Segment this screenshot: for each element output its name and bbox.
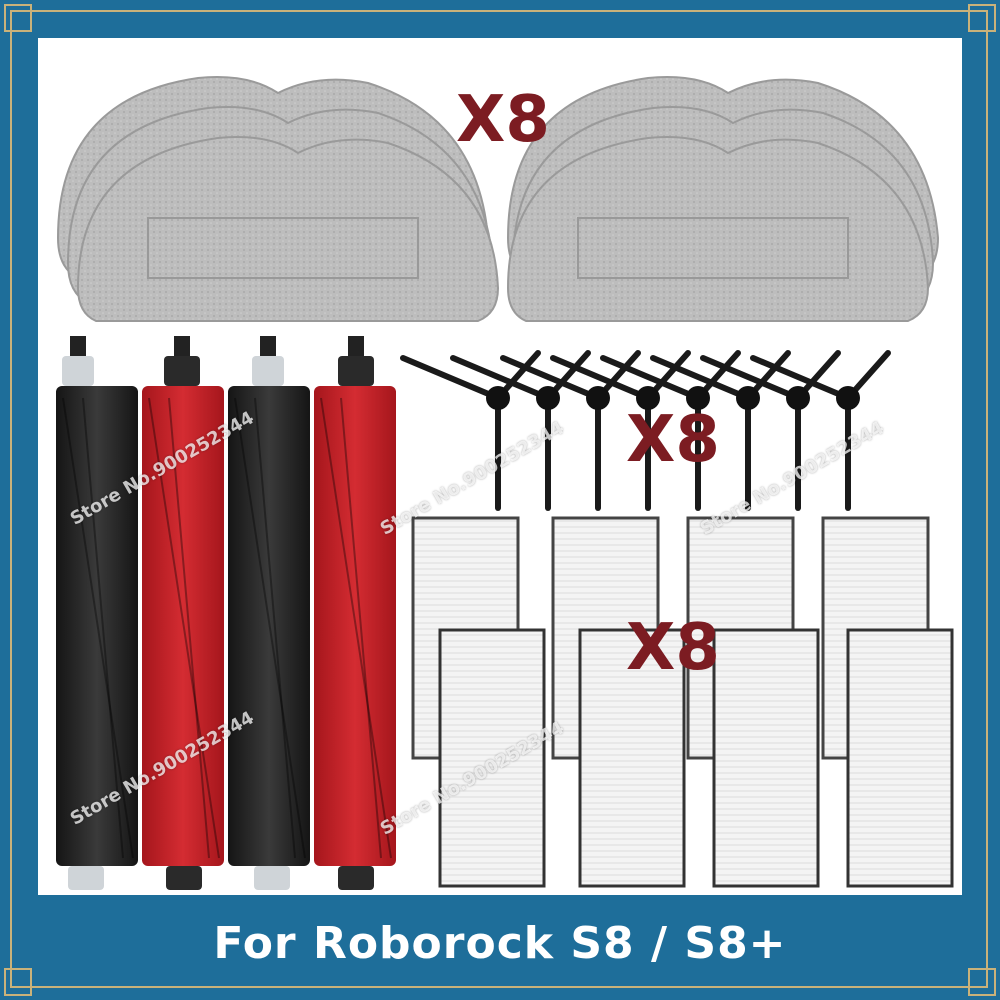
filters-quantity: X8 [626, 611, 720, 685]
product-illustration [56, 76, 954, 890]
filters [411, 516, 954, 888]
corner-ornament [968, 4, 996, 32]
mop-pads-left [56, 76, 500, 322]
mop-pads-right [506, 76, 940, 322]
main-roller-brushes [56, 336, 396, 890]
corner-ornament [4, 4, 32, 32]
corner-ornament [968, 968, 996, 996]
side-brushes-quantity: X8 [626, 403, 720, 477]
corner-ornament [4, 968, 32, 996]
product-photo-area: X8 X8 X8 Store No.900252344 Store No.900… [38, 38, 962, 895]
product-title: For Roborock S8 / S8+ [213, 917, 787, 969]
mop-pads-quantity: X8 [456, 83, 550, 157]
product-title-banner: For Roborock S8 / S8+ [38, 903, 962, 983]
